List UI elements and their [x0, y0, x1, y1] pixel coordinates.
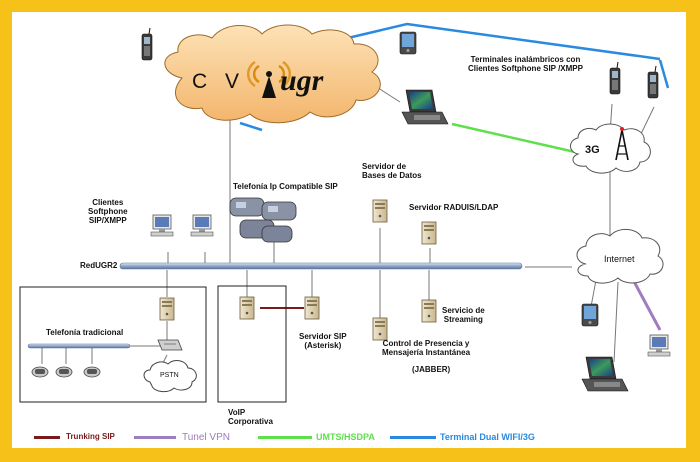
- tunel-vpn-link: [628, 273, 662, 331]
- label-redugr2: RedUGR2: [80, 261, 118, 270]
- label-servicio-streaming: Servicio de Streaming: [442, 306, 485, 325]
- label-terminales: Terminales inalámbricos con Clientes Sof…: [468, 55, 583, 74]
- label-internet: Internet: [604, 254, 635, 264]
- cvugr-cloud: [164, 24, 381, 124]
- legend-swatch-umts: [258, 436, 312, 439]
- phone-icon: [55, 366, 73, 378]
- legend-swatch-tunel: [134, 436, 176, 439]
- wifi3g-link-right: [658, 59, 670, 89]
- umts-link: [451, 122, 576, 154]
- label-servidor-radius: Servidor RADUIS/LDAP: [409, 203, 499, 212]
- internet-cloud: [576, 229, 664, 284]
- pstn-cloud: [143, 360, 197, 393]
- database-server-icon: [372, 199, 388, 223]
- label-control-presencia: Control de Presencia y Mensajería Instan…: [382, 339, 471, 358]
- diagram-canvas: C V ugr Terminales inalámbricos con Clie…: [12, 12, 686, 448]
- server-icon: [159, 297, 175, 321]
- wifi3g-link-cloud: [239, 121, 263, 132]
- phone-icon: [31, 366, 49, 378]
- laptop-icon: [581, 356, 629, 392]
- label-telefonia-ip: Telefonía Ip Compatible SIP: [233, 182, 338, 191]
- mobile-phone-icon: [609, 61, 621, 95]
- redugr2-backbone: [119, 262, 523, 270]
- telefonia-tradicional-box: [19, 286, 207, 403]
- server-icon: [239, 296, 255, 320]
- phone-icon: [83, 366, 101, 378]
- pc-icon: [190, 214, 214, 237]
- label-clientes-softphone: Clientes Softphone SIP/XMPP: [88, 198, 128, 226]
- mobile-phone-icon: [647, 65, 659, 99]
- jabber-server-icon: [372, 317, 388, 341]
- legend-label-wifi3g: Terminal Dual WIFI/3G: [440, 432, 535, 442]
- voip-corporativa-box: [217, 285, 287, 403]
- cloud-brand-cv: C V: [192, 70, 246, 93]
- antenna-icon: [615, 127, 629, 161]
- server-icon: [304, 296, 320, 320]
- label-voip-corporativa: VoIP Corporativa: [228, 408, 273, 427]
- label-servidor-sip: Servidor SIP (Asterisk): [299, 332, 347, 351]
- legend-swatch-trunking: [34, 436, 60, 439]
- laptop-icon: [401, 89, 449, 125]
- label-3g: 3G: [585, 144, 600, 156]
- label-telefonia-tradicional: Telefonía tradicional: [46, 328, 124, 337]
- pc-icon: [150, 214, 174, 237]
- legend-label-trunking: Trunking SIP: [66, 432, 115, 441]
- legend-label-umts: UMTS/HSDPA: [316, 432, 375, 442]
- ip-phones-icon: [229, 197, 297, 243]
- label-pstn: PSTN: [160, 372, 179, 379]
- legend-swatch-wifi3g: [390, 436, 436, 439]
- ldap-server-icon: [421, 221, 437, 245]
- net3g-cloud: [570, 123, 651, 174]
- label-servidor-bd: Servidor de Bases de Datos: [362, 162, 422, 181]
- pbx-switch-icon: [157, 339, 183, 351]
- pda-icon: [581, 303, 599, 327]
- cloud-brand-ugr: ugr: [280, 64, 324, 97]
- label-jabber: (JABBER): [412, 365, 451, 374]
- legend-label-tunel: Tunel VPN: [182, 432, 230, 443]
- pda-icon: [399, 31, 417, 55]
- diagram-svg: [19, 22, 671, 403]
- wifi-signal-icon: [246, 60, 292, 98]
- traditional-bus: [27, 343, 131, 349]
- mobile-phone-icon: [141, 27, 153, 61]
- streaming-server-icon: [421, 299, 437, 323]
- pc-icon: [647, 334, 671, 357]
